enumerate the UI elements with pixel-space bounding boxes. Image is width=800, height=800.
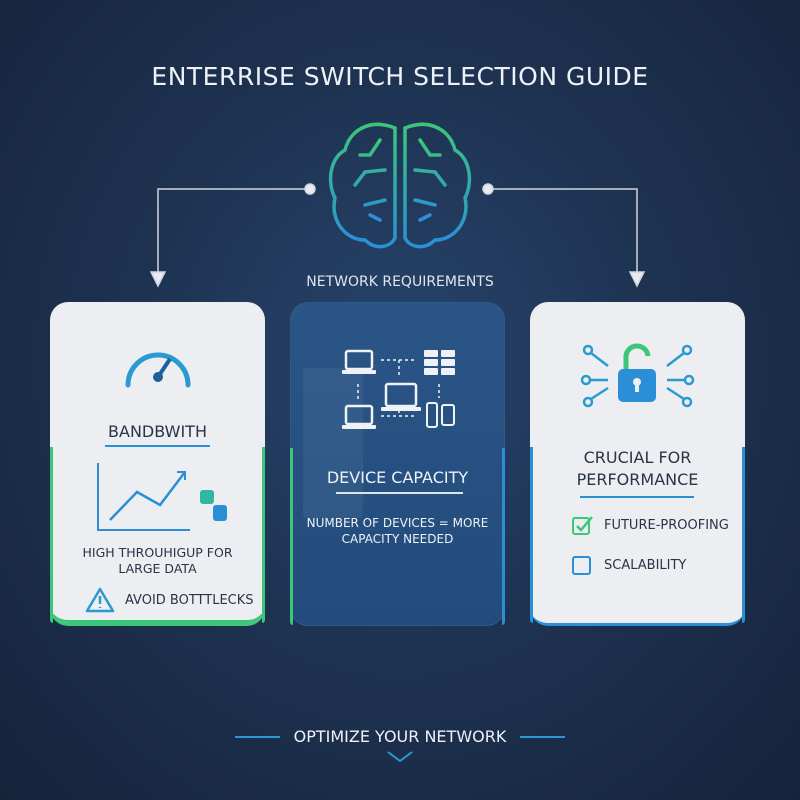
laptop-icon [342, 404, 376, 429]
laptop-icon [342, 349, 376, 374]
left-connector [149, 183, 316, 288]
checklist-item-future-proofing[interactable]: FUTURE-PROOFING [572, 515, 729, 535]
checklist-item-scalability[interactable]: SCALABILITY [572, 555, 686, 575]
server-icon [424, 350, 455, 375]
connector-lines [149, 122, 646, 288]
device-capacity-card: DEVICE CAPACITY NUMBER OF DEVICES = MORE… [290, 302, 505, 626]
chevron-down-icon [387, 751, 413, 763]
footer-line-left [235, 736, 280, 738]
brain-icon [328, 122, 472, 249]
right-connector [482, 183, 646, 288]
card-heading: DEVICE CAPACITY [326, 468, 469, 487]
phone-icon [426, 402, 455, 428]
card-heading: BANDBWITH [108, 422, 207, 441]
speedometer-icon [125, 352, 191, 388]
footer-line-right [520, 736, 565, 738]
warning-text: AVOID BOTTTLECKS [125, 592, 254, 608]
unlocked-padlock-network-icon [580, 343, 695, 408]
section-subtitle: NETWORK REQUIREMENTS [306, 274, 494, 290]
laptop-icon [381, 382, 421, 411]
unchecked-checkbox-icon[interactable] [572, 555, 594, 575]
trend-chart-icon [97, 463, 227, 531]
footer-cta: OPTIMIZE YOUR NETWORK [293, 727, 507, 746]
database-icon [200, 490, 227, 521]
warning-icon [85, 587, 115, 613]
checked-checkbox-icon[interactable] [572, 515, 594, 535]
device-network-icon [342, 349, 455, 429]
page-title: ENTERRISE SWITCH SELECTION GUIDE [151, 62, 649, 91]
warning-row: AVOID BOTTTLECKS [85, 587, 254, 613]
